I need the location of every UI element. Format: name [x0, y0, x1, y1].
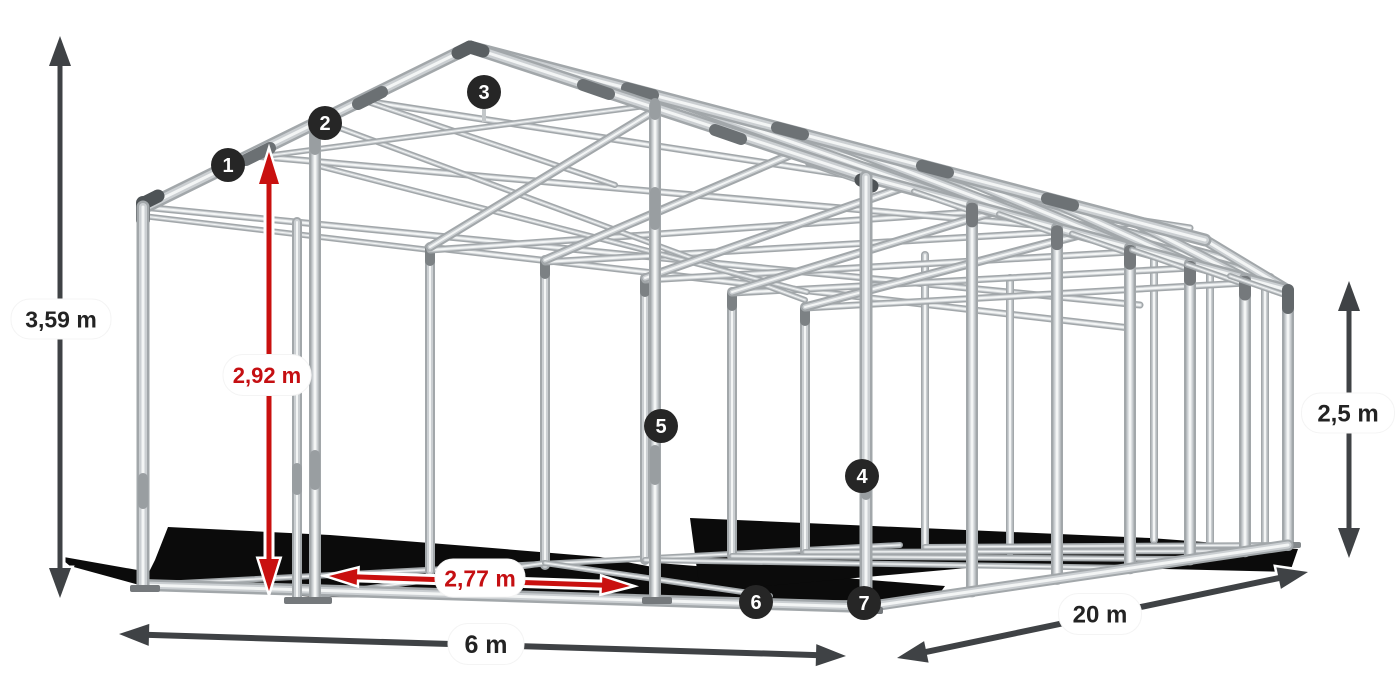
svg-text:3: 3 — [478, 82, 489, 104]
svg-text:5: 5 — [655, 416, 666, 438]
svg-text:1: 1 — [222, 155, 233, 177]
svg-text:2: 2 — [319, 113, 330, 135]
svg-text:20 m: 20 m — [1073, 602, 1128, 629]
svg-text:2,92 m: 2,92 m — [233, 363, 302, 388]
svg-text:3,59 m: 3,59 m — [25, 306, 97, 332]
svg-text:7: 7 — [858, 593, 869, 615]
svg-text:4: 4 — [856, 466, 868, 488]
svg-text:6 m: 6 m — [464, 631, 507, 659]
svg-text:6: 6 — [750, 592, 761, 614]
svg-text:2,5 m: 2,5 m — [1317, 401, 1378, 428]
svg-text:2,77 m: 2,77 m — [444, 565, 516, 591]
